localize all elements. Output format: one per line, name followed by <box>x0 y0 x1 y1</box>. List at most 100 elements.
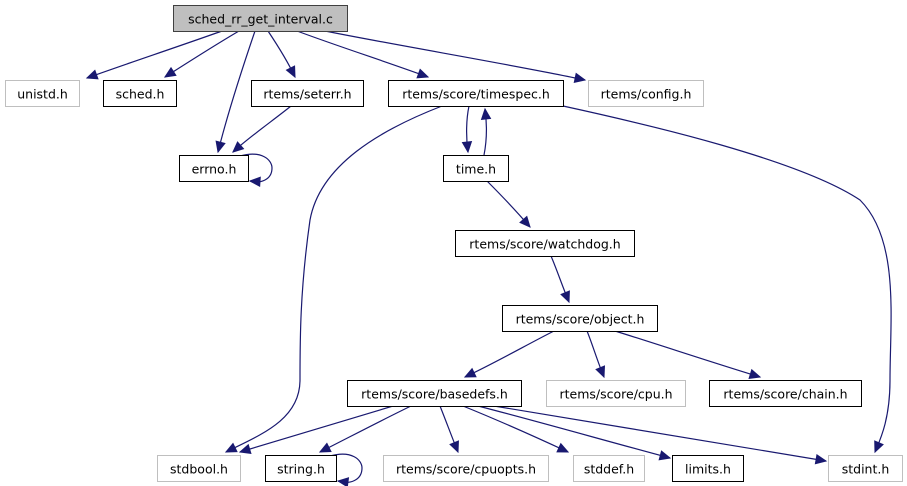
node-stdint: stdint.h <box>828 455 903 482</box>
node-seterr[interactable]: rtems/seterr.h <box>251 80 364 107</box>
arrowhead-icon <box>560 290 570 304</box>
node-label: rtems/score/chain.h <box>723 387 847 402</box>
node-chain[interactable]: rtems/score/chain.h <box>709 380 862 407</box>
node-box <box>388 80 564 107</box>
node-label: string.h <box>277 462 325 477</box>
node-config: rtems/config.h <box>588 80 704 107</box>
node-box <box>103 80 177 107</box>
arrowhead-icon <box>85 69 99 80</box>
node-box <box>157 455 241 482</box>
node-cpuopts: rtems/score/cpuopts.h <box>383 455 549 482</box>
arrowhead-icon <box>480 107 492 120</box>
edge-line <box>239 405 394 453</box>
edge-basedefs-to-stdbool <box>238 405 394 455</box>
arrowhead-icon <box>461 141 473 154</box>
edge-root-to-sched <box>163 30 240 78</box>
arrowhead-icon <box>814 454 828 465</box>
node-box <box>265 455 337 482</box>
edge-watchdog-to-object <box>550 255 570 304</box>
edge-basedefs-to-string <box>318 405 412 453</box>
node-label: unistd.h <box>17 87 68 102</box>
edge-root-to-seterr <box>267 30 296 79</box>
edge-line <box>477 405 671 459</box>
edge-line <box>324 30 586 81</box>
node-string[interactable]: string.h <box>265 455 337 482</box>
edge-line <box>296 30 429 78</box>
arrowhead-icon <box>232 141 245 153</box>
edge-line <box>319 405 412 453</box>
edge-line <box>462 405 569 453</box>
node-box <box>251 80 364 107</box>
edge-timespec-to-stdbool <box>224 105 443 453</box>
node-unistd: unistd.h <box>5 80 80 107</box>
node-label: time.h <box>456 162 496 177</box>
node-box <box>709 380 862 407</box>
arrowhead-icon <box>573 72 587 83</box>
edge-errno-to-errno <box>239 153 273 187</box>
node-label: errno.h <box>192 162 237 177</box>
node-cpu: rtems/score/cpu.h <box>546 380 686 407</box>
edge-string-to-string <box>329 453 363 486</box>
node-box <box>347 380 522 407</box>
edge-timespec-to-stdint <box>562 105 892 454</box>
edge-object-to-basedefs <box>463 330 555 378</box>
arrowhead-icon <box>748 368 762 379</box>
arrowhead-icon <box>519 215 531 228</box>
edge-line <box>86 30 223 79</box>
edge-line <box>464 330 555 378</box>
arrowhead-icon <box>215 140 226 154</box>
node-label: stdbool.h <box>170 462 228 477</box>
node-label: rtems/score/watchdog.h <box>469 237 620 252</box>
arrowhead-icon <box>285 65 296 79</box>
edge-line <box>217 30 256 153</box>
node-root[interactable]: sched_rr_get_interval.c <box>173 5 348 32</box>
node-label: rtems/seterr.h <box>263 87 351 102</box>
node-errno[interactable]: errno.h <box>179 155 249 182</box>
node-box <box>546 380 686 407</box>
node-box <box>588 80 704 107</box>
edge-object-to-cpu <box>586 330 606 379</box>
node-stddef: stddef.h <box>573 455 645 482</box>
arrowhead-icon <box>463 367 477 378</box>
node-label: rtems/score/basedefs.h <box>361 387 508 402</box>
node-box <box>573 455 645 482</box>
node-watchdog[interactable]: rtems/score/watchdog.h <box>455 230 635 257</box>
arrowhead-icon <box>336 477 350 486</box>
node-timespec[interactable]: rtems/score/timespec.h <box>388 80 564 107</box>
arrowhead-icon <box>224 442 238 453</box>
node-label: rtems/score/timespec.h <box>402 87 550 102</box>
arrowhead-icon <box>595 365 606 379</box>
node-label: rtems/score/object.h <box>516 312 645 327</box>
nodes-layer: sched_rr_get_interval.c unistd.h sched.h er… <box>5 5 903 482</box>
edge-basedefs-to-cpuopts <box>439 405 459 454</box>
edge-root-to-config <box>324 30 587 83</box>
node-box <box>173 5 348 32</box>
arrowhead-icon <box>248 176 261 187</box>
node-sched[interactable]: sched.h <box>103 80 177 107</box>
node-box <box>179 155 249 182</box>
edge-basedefs-to-stddef <box>462 405 570 453</box>
node-limits[interactable]: limits.h <box>672 455 744 482</box>
arrowhead-icon <box>163 66 177 78</box>
edge-line <box>614 330 761 378</box>
node-label: limits.h <box>685 462 731 477</box>
node-label: rtems/config.h <box>601 87 692 102</box>
node-time[interactable]: time.h <box>443 155 509 182</box>
node-label: sched_rr_get_interval.c <box>188 12 333 27</box>
edge-timespec-to-time <box>461 105 473 154</box>
node-box <box>5 80 80 107</box>
edge-line <box>232 105 292 153</box>
node-label: rtems/score/cpuopts.h <box>396 462 536 477</box>
node-label: stddef.h <box>584 462 634 477</box>
node-basedefs[interactable]: rtems/score/basedefs.h <box>347 380 522 407</box>
edge-line <box>562 105 892 453</box>
node-object[interactable]: rtems/score/object.h <box>502 305 658 332</box>
node-box <box>455 230 635 257</box>
arrowhead-icon <box>416 68 430 79</box>
edge-basedefs-to-stdint <box>493 405 828 465</box>
node-box <box>443 155 509 182</box>
edge-time-to-watchdog <box>486 180 531 228</box>
edge-line <box>225 105 443 453</box>
edges-layer <box>85 30 892 486</box>
arrowhead-icon <box>449 440 459 454</box>
